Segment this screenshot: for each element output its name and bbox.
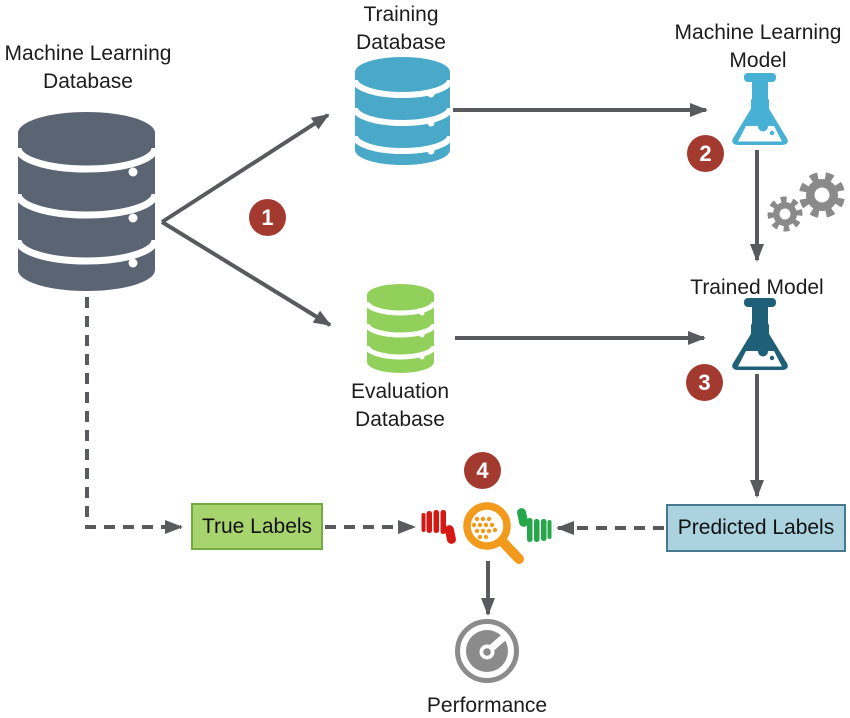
ml-model-flask-icon	[732, 73, 788, 145]
evaluation-database-label: Evaluation Database	[350, 380, 450, 431]
training-database-icon	[352, 57, 453, 165]
gears-icon	[767, 172, 845, 232]
evaluation-database-icon	[364, 284, 437, 373]
step-badge-2: 2	[687, 135, 724, 172]
ml-model-label: Machine Learning Model	[674, 21, 842, 72]
step-badge-1: 1	[249, 199, 286, 236]
ml-database-label: Machine Learning Database	[4, 42, 172, 93]
arrows	[85, 103, 764, 616]
step-badge-4: 4	[464, 452, 501, 489]
thumbs-down-icon	[421, 510, 456, 544]
trained-model-label: Trained Model	[690, 276, 824, 299]
true-labels-box: True Labels	[191, 503, 323, 550]
performance-gauge-icon	[455, 619, 519, 683]
thumbs-up-icon	[517, 508, 552, 542]
step-badge-3: 3	[686, 364, 723, 401]
performance-label: Performance	[426, 694, 548, 717]
trained-model-flask-icon	[732, 298, 788, 370]
ml-database-icon	[14, 112, 159, 291]
predicted-labels-box: Predicted Labels	[666, 504, 846, 552]
arrow-mldb-to-trainingdb	[160, 113, 330, 224]
arrow-mldb-to-evaldb	[160, 220, 332, 327]
magnifier-icon	[463, 502, 524, 564]
training-database-label: Training Database	[356, 3, 446, 54]
dashed-arrow-mldb-to-truelabels	[85, 297, 183, 534]
